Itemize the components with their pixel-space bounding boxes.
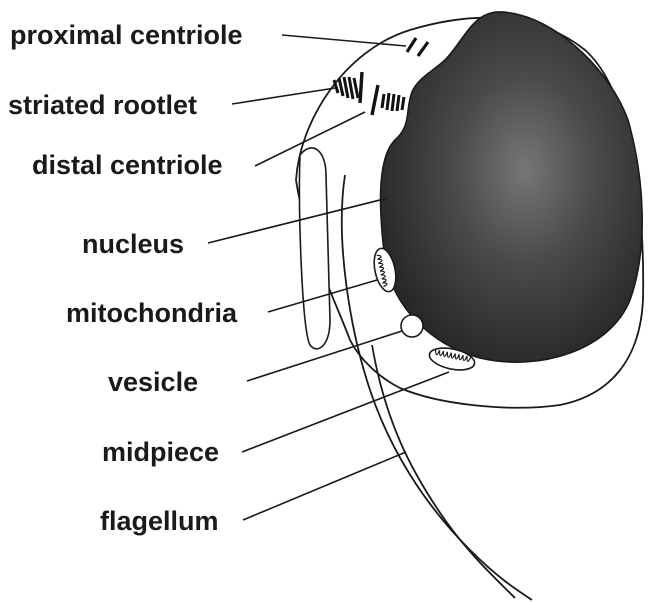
label-nucleus: nucleus [82, 229, 184, 259]
vesicle [401, 315, 423, 337]
leader-nucleus [208, 198, 388, 243]
flagellum [372, 345, 515, 598]
leader-striated-rootlet [232, 88, 335, 104]
label-vesicle: vesicle [108, 367, 198, 397]
leader-midpiece [242, 372, 449, 452]
leader-proximal-centriole [282, 35, 406, 46]
label-distal-centriole: distal centriole [32, 150, 223, 180]
label-midpiece: midpiece [102, 437, 219, 467]
label-striated-rootlet: striated rootlet [8, 90, 197, 120]
proximal-centriole [407, 38, 428, 56]
nucleus [381, 12, 643, 362]
distal-centriole [372, 85, 404, 115]
leader-flagellum [243, 452, 406, 520]
midpiece-sheath [299, 148, 330, 349]
label-proximal-centriole: proximal centriole [10, 20, 243, 50]
striated-rootlet [334, 72, 362, 103]
label-flagellum: flagellum [100, 506, 219, 536]
label-mitochondria: mitochondria [66, 298, 238, 328]
